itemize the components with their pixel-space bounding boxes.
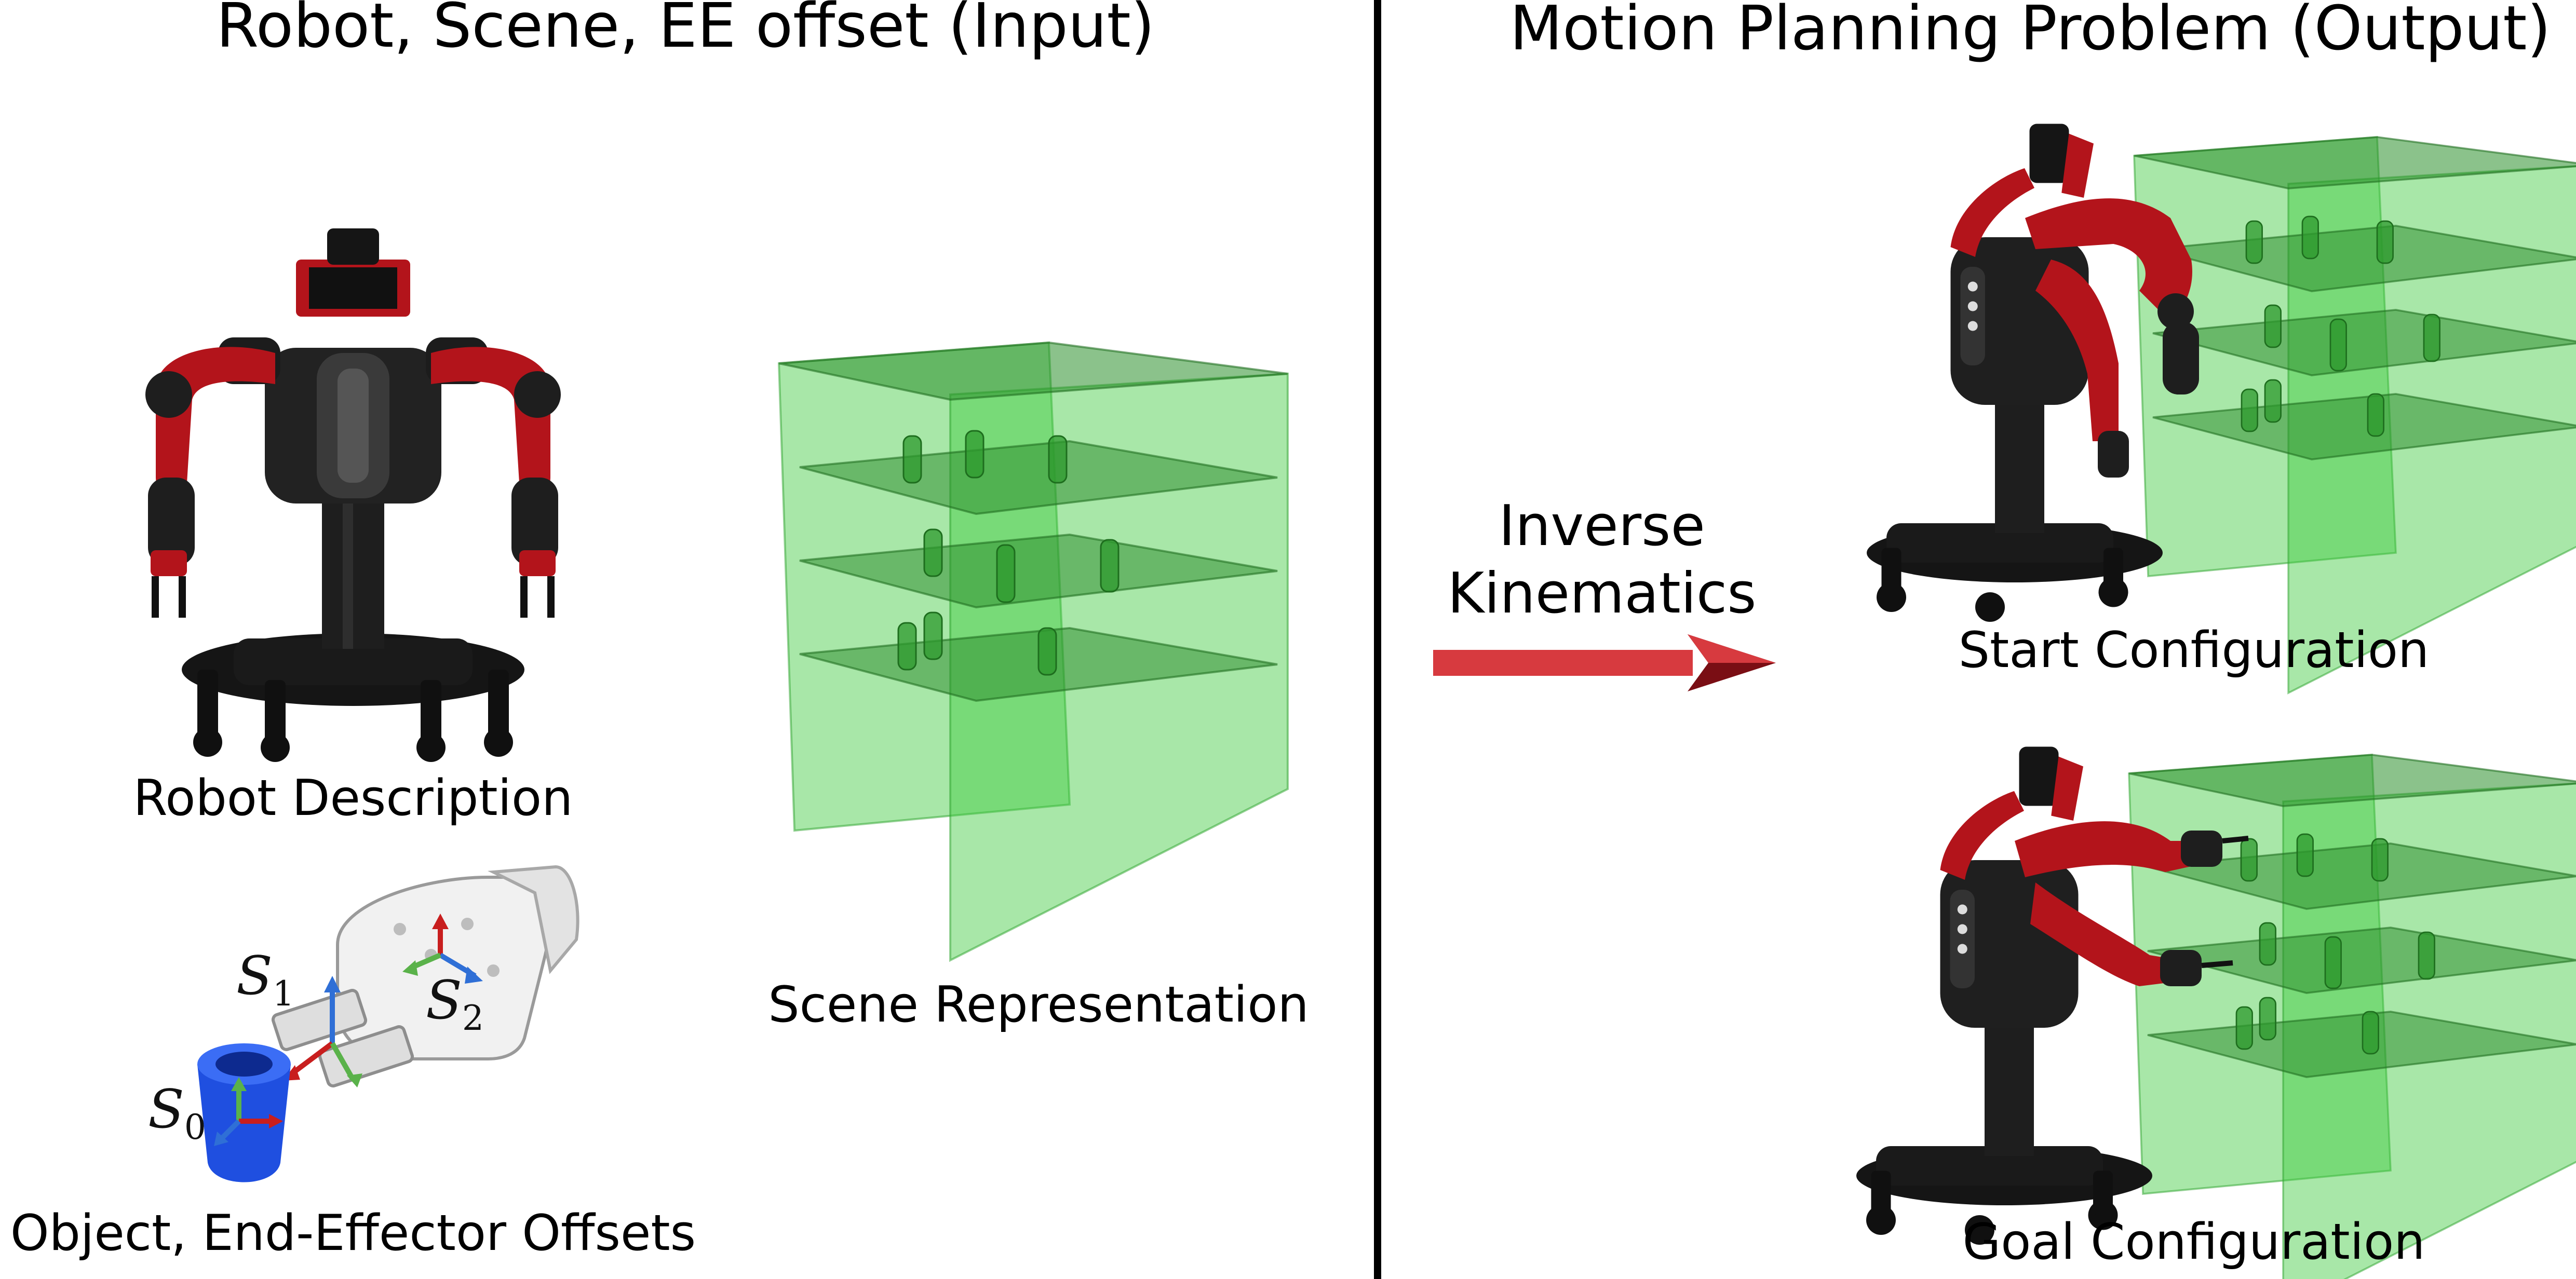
start-arms [2025, 198, 2199, 478]
goal-configuration-caption: Goal Configuration [1963, 1214, 2425, 1271]
arrow-label-line1: Inverse [1499, 494, 1705, 559]
scene-representation-caption: Scene Representation [768, 976, 1309, 1033]
end-effector-offset-image: S1 S2 S0 [148, 865, 579, 1182]
start-configuration-image [1867, 124, 2576, 694]
frame-s1-label: S1 [236, 945, 294, 1014]
goal-configuration-image [1856, 746, 2576, 1279]
frame-s1-axes [283, 976, 362, 1087]
arrow-label-line2: Kinematics [1447, 561, 1756, 626]
scene-representation-image [778, 342, 1289, 961]
frame-s2-label: S2 [426, 970, 484, 1038]
target-object [197, 1043, 291, 1182]
robot-description-image [145, 228, 561, 762]
gripper-image [271, 865, 579, 1087]
start-configuration-caption: Start Configuration [1959, 622, 2430, 679]
offsets-caption: Object, End-Effector Offsets [10, 1205, 696, 1262]
output-title: Motion Planning Problem (Output) [1509, 0, 2551, 64]
inverse-kinematics-arrow [1433, 634, 1776, 691]
input-title: Robot, Scene, EE offset (Input) [216, 0, 1155, 61]
frame-s0-label: S0 [148, 1079, 206, 1147]
frame-s0-axes [214, 1077, 283, 1146]
robot-description-caption: Robot Description [133, 770, 573, 827]
frame-s2-axes [402, 914, 483, 984]
goal-arms [2015, 821, 2249, 986]
